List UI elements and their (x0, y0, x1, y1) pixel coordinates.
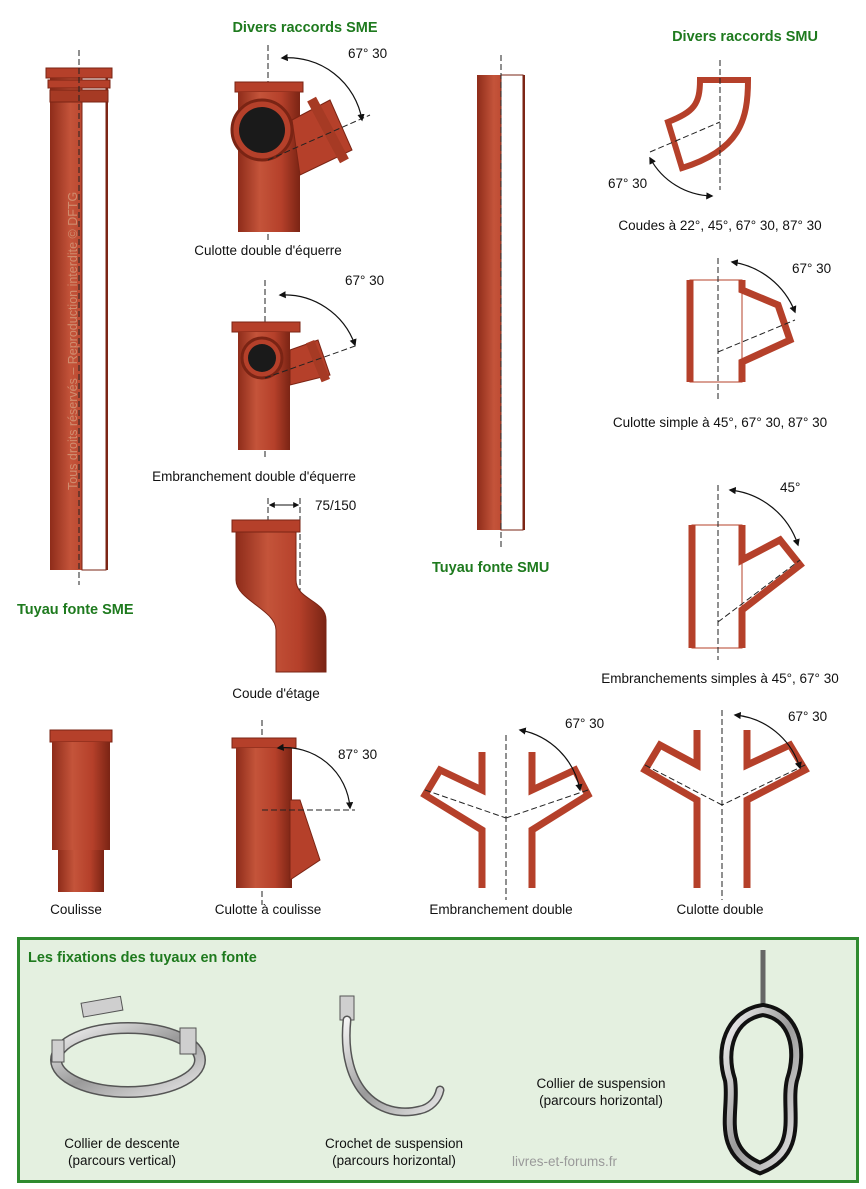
collier-descente-line2: (parcours vertical) (67, 1153, 177, 1168)
label-culotte-simple: Culotte simple à 45°, 67° 30, 87° 30 (612, 415, 828, 430)
angle-culotte-simple: 67° 30 (792, 261, 832, 276)
smu-pipe (477, 55, 525, 548)
vertical-watermark: Tous droits réservés – Reproduction inte… (66, 191, 80, 490)
angle-culotte-coulisse: 87° 30 (338, 747, 378, 762)
angle-coudes: 67° 30 (608, 176, 648, 191)
culotte-simple-drawing (686, 258, 797, 400)
angle-embranchement-double: 67° 30 (565, 716, 605, 731)
embranchement-double-equerre-drawing (231, 280, 359, 460)
embranchements-simples-drawing (688, 485, 805, 660)
angle-culotte-double-equerre: 67° 30 (348, 46, 388, 61)
collier-descente-line1: Collier de descente (64, 1136, 180, 1151)
culotte-double-drawing (640, 710, 810, 900)
culotte-double-equerre-drawing (230, 45, 371, 240)
title-smu-fittings: Divers raccords SMU (672, 29, 818, 45)
label-coude-etage: Coude d'étage (232, 686, 320, 701)
offset-coude-etage: 75/150 (315, 498, 357, 513)
title-sme-fittings: Divers raccords SME (232, 20, 378, 36)
angle-embranchements-simples: 45° (780, 480, 801, 495)
crochet-suspension-line2: (parcours horizontal) (332, 1153, 456, 1168)
label-embranchement-double-equerre: Embranchement double d'équerre (152, 469, 356, 484)
embranchement-double-drawing (420, 727, 593, 900)
label-culotte-coulisse: Culotte à coulisse (214, 902, 322, 917)
sme-pipe (45, 50, 113, 585)
crochet-suspension-line1: Crochet de suspension (324, 1136, 464, 1151)
title-sme-pipe: Tuyau fonte SME (17, 602, 134, 618)
label-coudes: Coudes à 22°, 45°, 67° 30, 87° 30 (618, 218, 822, 233)
culotte-coulisse-drawing (231, 720, 355, 905)
site-watermark: livres-et-forums.fr (512, 1154, 618, 1169)
collier-suspension-line2: (parcours horizontal) (539, 1093, 663, 1108)
label-culotte-double-equerre: Culotte double d'équerre (194, 243, 342, 258)
label-embranchement-double: Embranchement double (429, 902, 573, 917)
label-crochet-suspension: Crochet de suspension (parcours horizont… (325, 1135, 463, 1169)
coude-etage-drawing (231, 498, 327, 673)
collier-suspension-line1: Collier de suspension (536, 1076, 666, 1091)
label-collier-suspension: Collier de suspension (parcours horizont… (536, 1075, 665, 1109)
title-fixations: Les fixations des tuyaux en fonte (28, 950, 257, 966)
label-collier-descente: Collier de descente (parcours vertical) (64, 1135, 180, 1169)
label-culotte-double: Culotte double (676, 902, 764, 917)
angle-embranchement-double-equerre: 67° 30 (345, 273, 385, 288)
label-coulisse: Coulisse (50, 902, 102, 917)
coudes-drawing (649, 60, 752, 200)
coulisse-drawing (49, 729, 113, 892)
label-embranchements-simples: Embranchements simples à 45°, 67° 30 (601, 671, 839, 686)
angle-culotte-double: 67° 30 (788, 709, 828, 724)
title-smu-pipe: Tuyau fonte SMU (432, 560, 550, 576)
